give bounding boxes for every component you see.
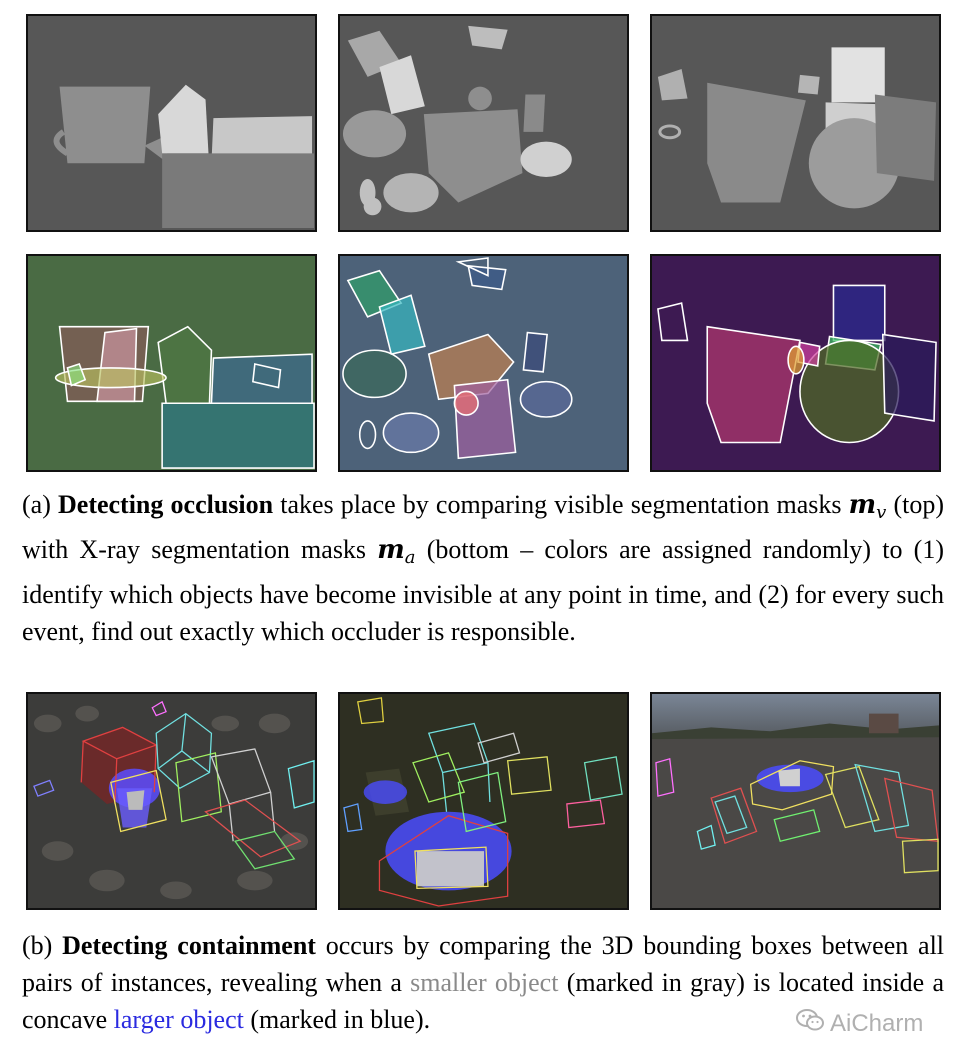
caption-containment: (b) Detecting containment occurs by comp…	[22, 927, 944, 1047]
caption-occlusion: (a) Detecting occlusion takes place by c…	[22, 486, 944, 676]
containment-panel-2	[338, 692, 629, 910]
caption-b-text-3: (marked in blue).	[250, 1005, 431, 1034]
caption-a-text-2: (top) with X-ray segmentation masks	[22, 490, 945, 564]
caption-a-label: (a)	[22, 490, 51, 519]
visible-mask-symbol: mv	[848, 490, 887, 523]
caption-a-text-1: takes place by comparing visible segment…	[280, 490, 842, 519]
xray-mask-panel-2	[338, 254, 629, 472]
caption-b-text-1: occurs by comparing the 3D bounding boxe…	[22, 931, 945, 997]
watermark: AiCharm	[796, 1008, 923, 1039]
wechat-icon	[796, 1008, 824, 1039]
xray-mask-panel-1	[26, 254, 317, 472]
caption-a-bold-term: Detecting occlusion	[58, 490, 274, 519]
caption-b-bold-term: Detecting containment	[62, 931, 316, 960]
watermark-text: AiCharm	[830, 1009, 924, 1037]
caption-b-text-2: (marked in gray) is located inside a con…	[22, 968, 945, 1034]
caption-b-label: (b)	[22, 931, 53, 960]
xray-mask-symbol: ma	[377, 535, 416, 568]
smaller-object-highlight: smaller object	[410, 968, 559, 997]
containment-panel-1	[26, 692, 317, 910]
xray-mask-panel-3	[650, 254, 941, 472]
visible-mask-panel-2	[338, 14, 629, 232]
larger-object-highlight: larger object	[113, 1005, 244, 1034]
containment-panel-3	[650, 692, 941, 910]
visible-mask-panel-1	[26, 14, 317, 232]
caption-a-text-3: (bottom – colors are assigned randomly) …	[22, 535, 944, 646]
visible-mask-panel-3	[650, 14, 941, 232]
